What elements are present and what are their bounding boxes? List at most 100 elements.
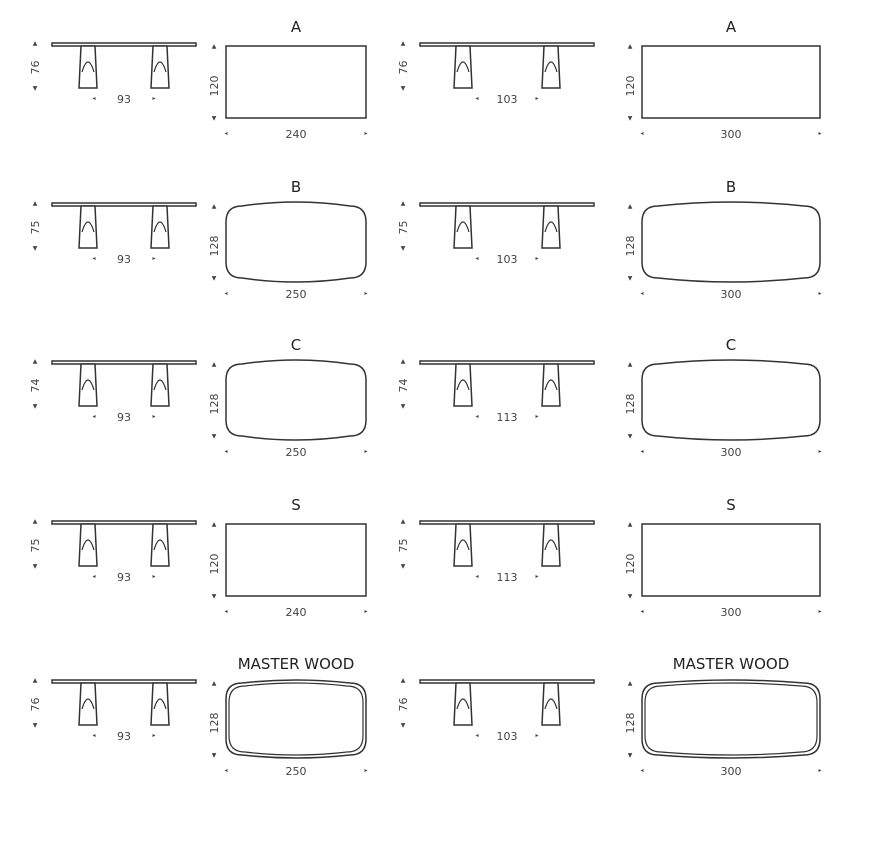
dim-arrow: ▸ <box>818 290 821 297</box>
depth-dimension: 128 <box>208 236 221 257</box>
dim-arrow: ◂ <box>224 767 227 774</box>
table-top-plan <box>641 201 821 283</box>
dim-arrow: ◂ <box>224 290 227 297</box>
table-leg <box>78 682 98 726</box>
table-top-side <box>419 520 595 525</box>
dim-arrow: ▲ <box>401 358 406 365</box>
dim-arrow: ◂ <box>640 767 643 774</box>
leg-notch <box>544 379 558 391</box>
variant-title: S <box>291 496 301 514</box>
dim-arrow: ▼ <box>401 563 406 570</box>
height-dimension: 75 <box>397 221 410 235</box>
leg-notch <box>544 61 558 73</box>
height-dimension: 76 <box>29 61 42 75</box>
dim-arrow: ◂ <box>475 95 478 102</box>
table-leg <box>78 363 98 407</box>
table-top-plan <box>641 523 821 597</box>
height-dimension: 74 <box>29 379 42 393</box>
dim-arrow: ▼ <box>628 433 633 440</box>
dim-arrow: ▸ <box>152 732 155 739</box>
table-leg <box>541 523 561 567</box>
depth-dimension: 120 <box>208 554 221 575</box>
variant-title: B <box>726 178 736 196</box>
dim-arrow: ◂ <box>475 573 478 580</box>
dim-arrow: ▲ <box>401 40 406 47</box>
dim-arrow: ◂ <box>640 448 643 455</box>
table-top-side <box>51 42 197 47</box>
dim-arrow: ▼ <box>212 752 217 759</box>
dim-arrow: ▸ <box>152 573 155 580</box>
dim-arrow: ◂ <box>92 413 95 420</box>
leg-notch <box>81 698 95 710</box>
leg-notch <box>456 61 470 73</box>
length-dimension: 240 <box>286 128 307 141</box>
table-top-side <box>51 520 197 525</box>
table-leg <box>453 363 473 407</box>
table-leg <box>150 205 170 249</box>
table-top-side <box>51 679 197 684</box>
leg-notch <box>456 379 470 391</box>
dim-arrow: ▲ <box>401 200 406 207</box>
dim-arrow: ▲ <box>628 43 633 50</box>
dim-arrow: ▼ <box>401 403 406 410</box>
dim-arrow: ◂ <box>92 255 95 262</box>
dim-arrow: ▲ <box>33 518 38 525</box>
dim-arrow: ▸ <box>818 608 821 615</box>
dim-arrow: ◂ <box>475 413 478 420</box>
dim-arrow: ▼ <box>33 722 38 729</box>
table-leg <box>150 523 170 567</box>
leg-span-dimension: 113 <box>497 571 518 584</box>
table-top-plan <box>641 359 821 441</box>
leg-notch <box>544 698 558 710</box>
leg-span-dimension: 113 <box>497 411 518 424</box>
dim-arrow: ▼ <box>212 593 217 600</box>
dim-arrow: ▸ <box>152 95 155 102</box>
dim-arrow: ▼ <box>628 593 633 600</box>
leg-notch <box>153 61 167 73</box>
table-variant-3: ▲▼75◂▸93B▲▼128◂▸250 <box>29 178 368 301</box>
dim-arrow: ▼ <box>33 85 38 92</box>
length-dimension: 250 <box>286 288 307 301</box>
height-dimension: 75 <box>397 539 410 553</box>
depth-dimension: 120 <box>624 76 637 97</box>
leg-span-dimension: 103 <box>497 730 518 743</box>
dim-arrow: ▸ <box>364 608 367 615</box>
table-top-inner-edge <box>228 682 364 756</box>
depth-dimension: 128 <box>208 713 221 734</box>
table-leg <box>541 205 561 249</box>
dim-arrow: ▲ <box>212 521 217 528</box>
leg-notch <box>456 539 470 551</box>
leg-notch <box>153 379 167 391</box>
dim-arrow: ▼ <box>33 403 38 410</box>
depth-dimension: 128 <box>624 394 637 415</box>
dim-arrow: ◂ <box>640 608 643 615</box>
table-top-side <box>51 360 197 365</box>
dim-arrow: ▼ <box>628 115 633 122</box>
length-dimension: 250 <box>286 446 307 459</box>
leg-notch <box>81 379 95 391</box>
table-leg <box>541 682 561 726</box>
table-leg <box>78 205 98 249</box>
leg-notch <box>153 539 167 551</box>
dim-arrow: ◂ <box>92 95 95 102</box>
dim-arrow: ▲ <box>628 680 633 687</box>
variant-title: MASTER WOOD <box>238 655 355 673</box>
table-variant-7: ▲▼75◂▸93S▲▼120◂▸240 <box>29 496 368 619</box>
length-dimension: 300 <box>721 606 742 619</box>
table-top-side <box>419 42 595 47</box>
dim-arrow: ▲ <box>212 43 217 50</box>
dim-arrow: ▼ <box>33 245 38 252</box>
table-leg <box>150 363 170 407</box>
table-variant-5: ▲▼74◂▸93C▲▼128◂▸250 <box>29 336 368 459</box>
depth-dimension: 120 <box>208 76 221 97</box>
dim-arrow: ▸ <box>152 255 155 262</box>
dim-arrow: ▸ <box>818 130 821 137</box>
table-top-inner-edge <box>644 682 818 756</box>
length-dimension: 300 <box>721 288 742 301</box>
length-dimension: 300 <box>721 446 742 459</box>
leg-span-dimension: 93 <box>117 730 131 743</box>
